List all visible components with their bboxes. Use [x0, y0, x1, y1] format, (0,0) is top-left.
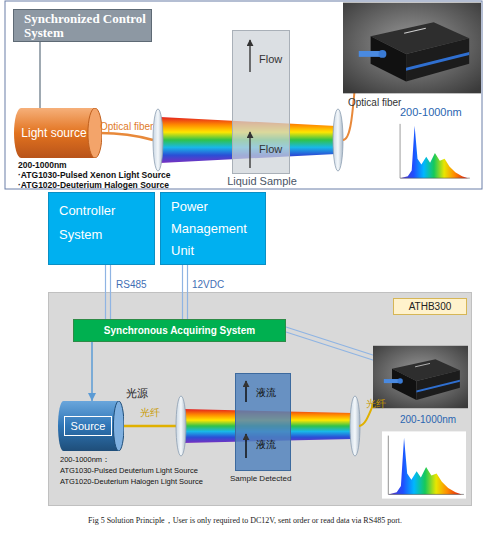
sample-name: Liquid Sample: [218, 175, 306, 187]
connector-line: [39, 42, 41, 108]
range-label: 200-1000nm: [400, 414, 456, 425]
connector: [106, 265, 111, 319]
connector-line: [91, 342, 93, 401]
source-name: Source: [64, 416, 113, 436]
acquisition-box: Synchronous Acquiring System: [73, 319, 286, 342]
flow-arrow: [245, 434, 247, 458]
flow-text: 液流: [256, 438, 276, 452]
fiber-label: 光纤: [140, 406, 160, 420]
list-item: ·ATG1030-Pulsed Xenon Light Source: [18, 170, 170, 180]
list-item: ATG1030-Pulsed Deuterium Light Source: [60, 466, 198, 475]
connector-line: [105, 265, 106, 319]
box-title: Synchronized Control System: [14, 12, 151, 40]
product-name: ATHB300: [393, 298, 467, 315]
power-box: Power Management Unit: [160, 192, 266, 265]
cylinder-face: [113, 401, 124, 451]
signal-label: 12VDC: [192, 279, 224, 290]
spectrometer-photo: [373, 346, 468, 408]
cylinder-body: [63, 401, 118, 451]
fiber-label: Optical fiber: [100, 121, 153, 132]
connector: [183, 265, 188, 319]
flow-text: 液流: [256, 386, 276, 400]
connector-line: [187, 265, 188, 319]
source-heading: 光源: [126, 386, 148, 401]
source-name: Light source: [21, 126, 86, 140]
flow-text: Flow: [259, 53, 282, 65]
lens: [176, 396, 186, 456]
signal-wire: [286, 332, 379, 362]
connector-line: [182, 265, 183, 319]
controller-box: Controller System: [48, 192, 155, 265]
box-title: Controller System: [49, 193, 154, 253]
control-box: Synchronized Control System: [13, 9, 152, 42]
range-label: 200-1000nm: [400, 106, 462, 118]
connector: [40, 42, 41, 108]
lens: [153, 109, 163, 171]
fiber-label: 光纤: [366, 397, 386, 411]
sample-cell: 液流液流Sample Detected: [235, 373, 291, 471]
spectrum-chart: [394, 120, 472, 182]
source-cylinder: 光源Source: [58, 401, 124, 451]
optical-fiber: [100, 133, 153, 140]
spectrum-chart: [382, 431, 466, 498]
flow-arrow: [249, 40, 251, 72]
figure-frame: [5, 1, 482, 189]
optical-fiber: [122, 425, 177, 428]
cylinder-body: [21, 108, 95, 158]
cylinder-face: [88, 108, 102, 158]
lens: [350, 396, 360, 456]
list-item: 200-1000nm：: [60, 455, 110, 465]
list-item: ATG1020-Deuterium Halogen Light Source: [60, 477, 203, 486]
flow-cell: FlowFlowLiquid Sample: [232, 30, 290, 174]
connector-line: [110, 265, 111, 319]
fiber-label: Optical fiber: [348, 97, 401, 108]
spectrometer-photo: [343, 3, 481, 94]
figure-caption: Fig 5 Solution Principle，User is only re…: [88, 515, 402, 526]
signal-wire: [286, 327, 379, 357]
connector: [92, 342, 93, 401]
flow-arrow: [245, 381, 247, 402]
box-title: Synchronous Acquiring System: [104, 325, 255, 336]
signal-label: RS485: [116, 279, 147, 290]
sample-name: Sample Detected: [230, 474, 291, 483]
lens: [333, 109, 343, 171]
flow-text: Flow: [259, 143, 282, 155]
box-title: Power Management Unit: [161, 193, 265, 265]
list-item: ·ATG1020-Deuterium Halogen Source: [18, 180, 169, 190]
flow-arrow: [249, 132, 251, 168]
light-source-cylinder: Light source: [14, 108, 102, 158]
list-item: 200-1000nm: [18, 160, 67, 170]
